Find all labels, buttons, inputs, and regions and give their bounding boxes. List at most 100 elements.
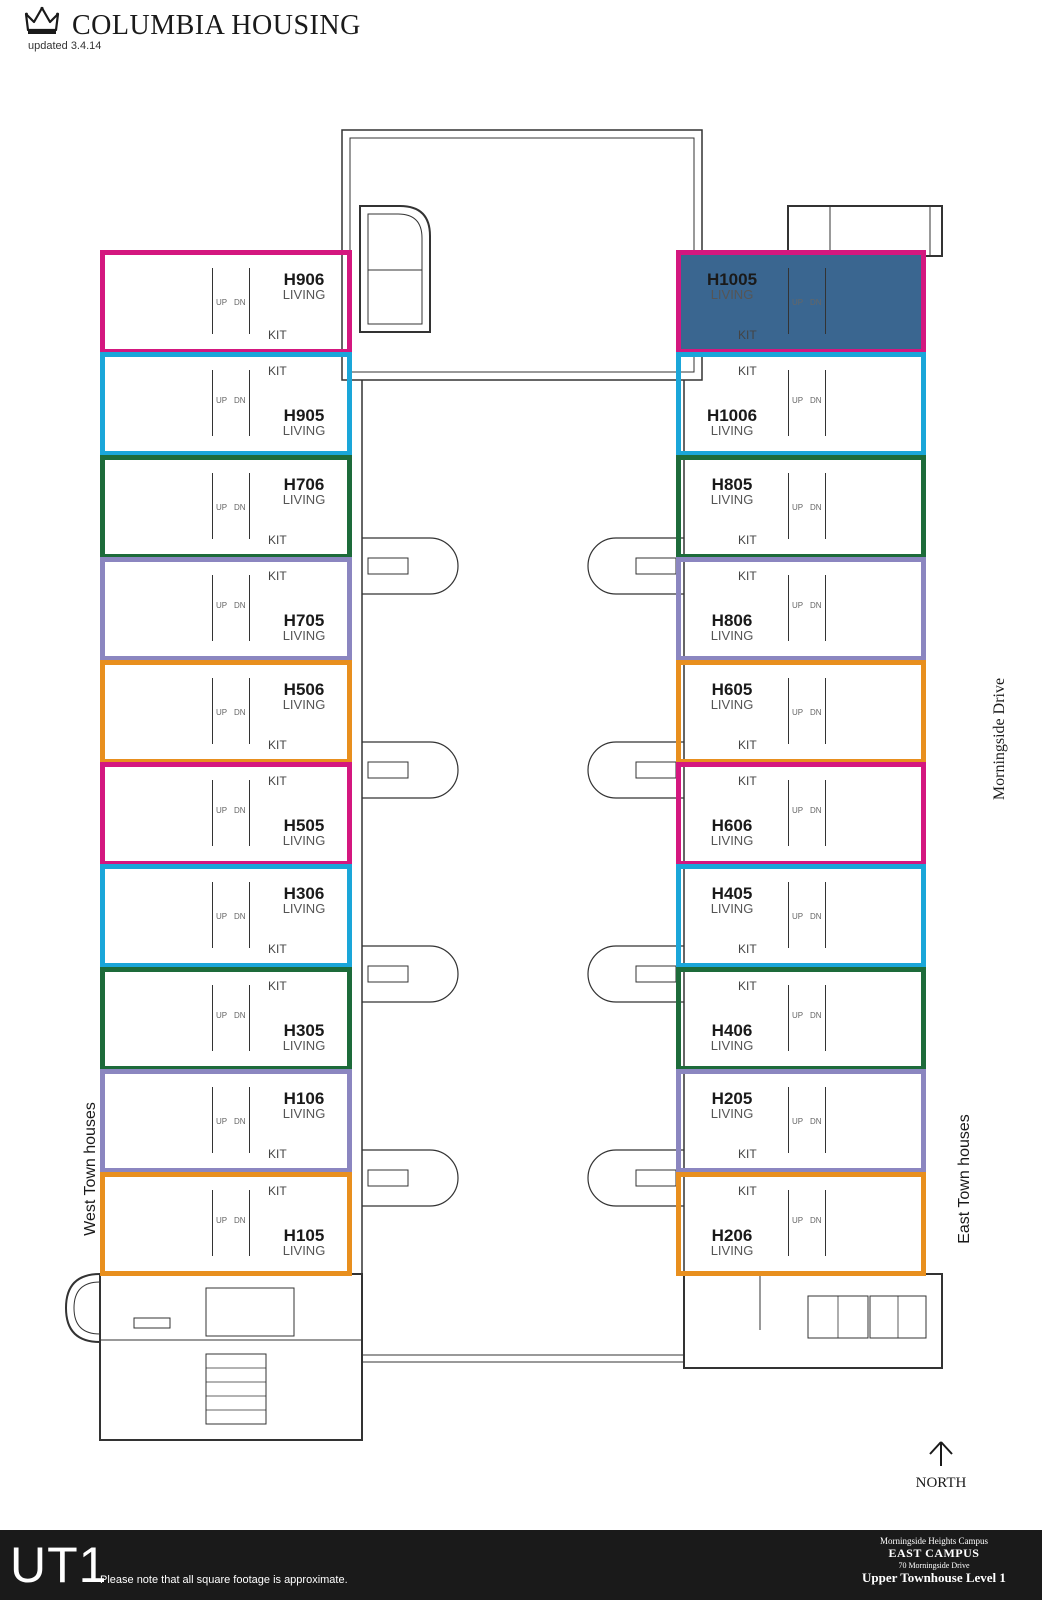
unit-h905[interactable] [100,352,352,456]
unit-h906[interactable] [100,250,352,354]
kitchen-label: KIT [738,1147,757,1161]
east-south-wing [683,1273,943,1369]
stair-up-label: UP [216,1216,228,1225]
stair-down-label: DN [810,912,822,921]
unit-h506[interactable] [100,660,352,764]
stair-up-label: UP [792,601,804,610]
stair-down-label: DN [810,806,822,815]
campus-info: Morningside Heights Campus EAST CAMPUS 7… [844,1536,1024,1586]
unit-stair [212,678,250,744]
stair-up-label: UP [216,298,228,307]
stair-down-label: DN [234,1216,246,1225]
unit-h805[interactable] [676,455,926,559]
kitchen-label: KIT [738,364,757,378]
unit-h605[interactable] [676,660,926,764]
kitchen-label: KIT [268,328,287,342]
unit-number: H806 [711,611,753,630]
stair-down-label: DN [234,806,246,815]
unit-stair [212,268,250,334]
kitchen-label: KIT [268,1147,287,1161]
unit-h106[interactable] [100,1069,352,1173]
terrace-outline [341,129,703,381]
updated-date: updated 3.4.14 [28,40,102,52]
unit-number: H705 [283,611,325,630]
header: Columbia Housing updated 3.4.14 [24,6,444,58]
living-label: LIVING [282,833,326,848]
unit-number: H905 [283,406,325,425]
kitchen-label: KIT [268,979,287,993]
stair-up-label: UP [792,912,804,921]
stair-up-label: UP [216,912,228,921]
unit-stair [788,575,826,641]
kitchen-label: KIT [268,738,287,752]
unit-h806[interactable] [676,557,926,661]
living-label: LIVING [710,628,754,643]
campus-section: EAST CAMPUS [888,1546,980,1560]
living-label: LIVING [282,1243,326,1258]
stair-up-label: UP [792,1011,804,1020]
unit-h206[interactable] [676,1172,926,1276]
unit-number: H306 [283,884,325,903]
stair-down-label: DN [810,601,822,610]
unit-number: H405 [711,884,753,903]
unit-h105[interactable] [100,1172,352,1276]
stair-up-label: UP [216,708,228,717]
unit-h406[interactable] [676,967,926,1071]
unit-number: H305 [283,1021,325,1040]
unit-h505[interactable] [100,762,352,866]
unit-stair [788,780,826,846]
unit-stair [212,473,250,539]
stair-up-label: UP [216,396,228,405]
stair-down-label: DN [234,396,246,405]
unit-number: H906 [283,270,325,289]
living-label: LIVING [710,697,754,712]
living-label: LIVING [282,1106,326,1121]
living-label: LIVING [710,492,754,507]
unit-h1005[interactable] [676,250,926,354]
living-label: LIVING [710,1038,754,1053]
living-label: LIVING [282,697,326,712]
stair-up-label: UP [792,1117,804,1126]
unit-h706[interactable] [100,455,352,559]
kitchen-label: KIT [738,533,757,547]
west-bays [362,537,459,1207]
unit-h705[interactable] [100,557,352,661]
living-label: LIVING [282,628,326,643]
unit-h606[interactable] [676,762,926,866]
unit-stair [788,985,826,1051]
living-label: LIVING [710,833,754,848]
campus-name: Morningside Heights Campus [880,1536,988,1546]
unit-number: H105 [283,1226,325,1245]
campus-address: 70 Morningside Drive [898,1561,970,1570]
unit-stair [212,882,250,948]
west-stair-tower [359,205,431,333]
unit-h205[interactable] [676,1069,926,1173]
unit-stair [212,370,250,436]
kitchen-label: KIT [738,1184,757,1198]
unit-h1006[interactable] [676,352,926,456]
unit-h405[interactable] [676,864,926,968]
unit-h306[interactable] [100,864,352,968]
kitchen-label: KIT [738,979,757,993]
unit-stair [212,985,250,1051]
kitchen-label: KIT [738,942,757,956]
east-stair-tower [787,205,943,257]
unit-stair [212,1087,250,1153]
stair-down-label: DN [810,503,822,512]
living-label: LIVING [282,423,326,438]
unit-stair [212,1190,250,1256]
unit-h305[interactable] [100,967,352,1071]
stair-up-label: UP [216,1117,228,1126]
